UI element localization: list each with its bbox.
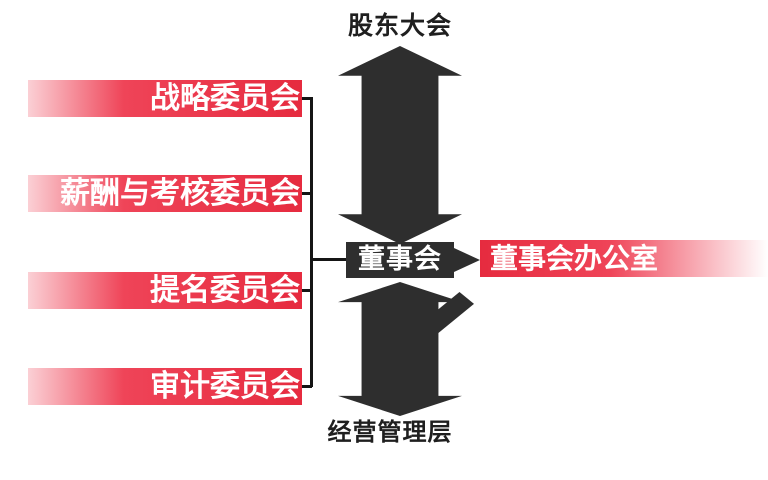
committee-bar-compensation: 薪酬与考核委员会 [28,175,302,212]
board-label-box: 董事会 [346,242,454,278]
connector-line [311,258,347,261]
right-arrow-icon [454,248,480,272]
board-office-bar: 董事会办公室 [480,240,768,277]
down-arrow-bottom-icon [338,282,462,416]
down-arrow-top-icon [338,46,462,244]
committee-spine-line [310,97,313,387]
committee-bar-strategy: 战略委员会 [28,80,302,117]
connector-line [300,97,312,100]
committee-bar-nomination: 提名委员会 [28,272,302,309]
connector-line [300,192,312,195]
shareholders-meeting-label: 股东大会 [347,11,452,40]
connector-line [300,289,312,292]
management-label: 经营管理层 [327,418,453,446]
connector-line [300,385,312,388]
committee-bar-audit: 审计委员会 [28,368,302,405]
